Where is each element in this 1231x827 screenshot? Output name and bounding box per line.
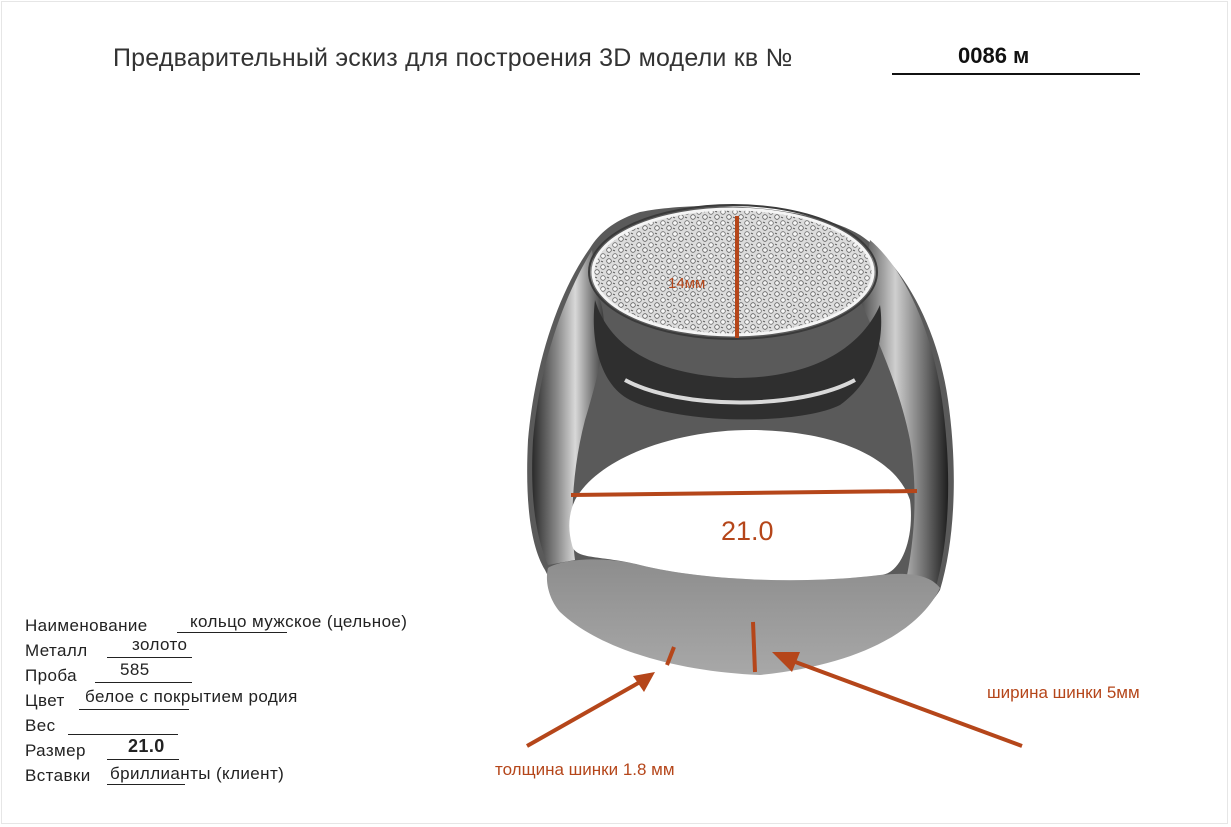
ring-top-pave (591, 207, 875, 337)
dimension-annotations: 14мм 21.0 ширина шинки 5мм толщина шинки… (495, 216, 1140, 779)
top-height-label: 14мм (668, 275, 705, 292)
shank-thickness-dimension-line (665, 646, 676, 666)
name-label: Наименование (25, 616, 148, 635)
inner-diameter-label: 21.0 (721, 516, 774, 546)
size-underline (107, 759, 179, 760)
shank-thickness-arrow (526, 680, 641, 748)
metal-value: золото (132, 635, 188, 654)
weight-underline (68, 734, 178, 735)
shank-width-dimension-line (751, 621, 757, 673)
inserts-label: Вставки (25, 766, 91, 785)
shank-width-arrow (789, 658, 1023, 748)
assay-value: 585 (120, 660, 150, 679)
ring-body (527, 204, 954, 675)
inner-diameter-dimension-line (570, 489, 918, 497)
ring-inner-opening (569, 430, 911, 581)
assay-label: Проба (25, 666, 77, 685)
shank-thickness-arrowhead (633, 672, 655, 692)
color-value: белое с покрытием родия (85, 687, 298, 706)
metal-label: Металл (25, 641, 88, 660)
page-title: Предварительный эскиз для построения 3D … (113, 44, 793, 72)
color-label: Цвет (25, 691, 65, 710)
size-label: Размер (25, 741, 86, 760)
ring-left-shoulder (532, 250, 605, 565)
shank-thickness-label: толщина шинки 1.8 мм (495, 760, 675, 779)
shank-width-label: ширина шинки 5мм (987, 683, 1140, 702)
shank-width-arrowhead (772, 652, 800, 672)
size-value: 21.0 (128, 736, 165, 756)
order-number: 0086 м (958, 43, 1030, 68)
name-value: кольцо мужское (цельное) (190, 612, 408, 631)
ring-right-shoulder (860, 240, 949, 590)
ring-head-front (593, 300, 882, 420)
color-underline (79, 709, 189, 710)
weight-label: Вес (25, 716, 56, 735)
ring-shank-band (546, 559, 940, 675)
assay-underline (95, 682, 192, 683)
name-underline (177, 632, 287, 633)
order-number-underline (892, 73, 1140, 75)
metal-underline (107, 657, 192, 658)
inserts-underline (107, 784, 185, 785)
inserts-value: бриллианты (клиент) (110, 764, 285, 783)
